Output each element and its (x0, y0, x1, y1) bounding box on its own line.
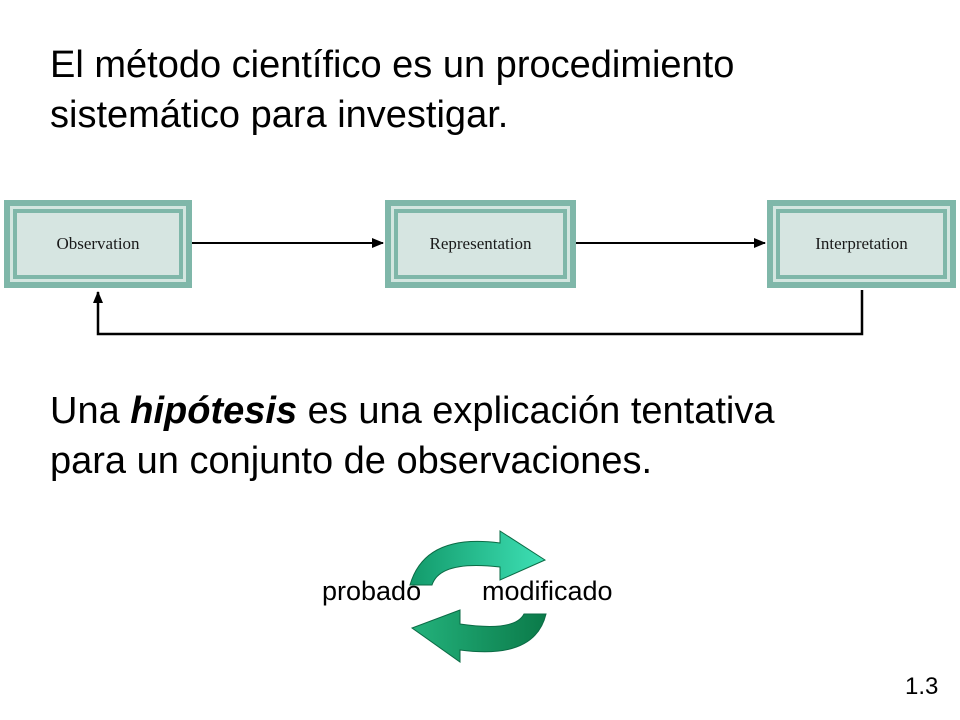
slide-number: 1.3 (905, 673, 939, 700)
step-representation-label: Representation (398, 213, 563, 275)
method-statement: El método científico es un procedimiento… (50, 40, 930, 140)
feedback-loop-arrow (93, 290, 864, 336)
hypothesis-statement: Una hipótesis es una explicación tentati… (50, 386, 930, 486)
hypothesis-statement-line-2: para un conjunto de observaciones. (50, 440, 653, 482)
step-interpretation: Interpretation (767, 200, 956, 288)
hypothesis-term: hipótesis (130, 390, 298, 432)
cycle-label-modified: modificado (482, 576, 613, 606)
cycle-label-tested: probado (322, 576, 422, 606)
step-observation-label: Observation (17, 213, 179, 275)
method-statement-line-2: sistemático para investigar. (50, 94, 509, 136)
cycle-arrow-bottom-icon (410, 609, 547, 663)
step-interpretation-label: Interpretation (780, 213, 943, 275)
step-representation: Representation (385, 200, 576, 288)
hypothesis-statement-line-1: Una hipótesis es una explicación tentati… (50, 386, 930, 436)
hypothesis-lead: Una (50, 390, 131, 432)
step-observation: Observation (4, 200, 192, 288)
hypothesis-rest: es una explicación tentativa (297, 390, 775, 432)
method-statement-line-1: El método científico es un procedimiento (50, 44, 735, 86)
